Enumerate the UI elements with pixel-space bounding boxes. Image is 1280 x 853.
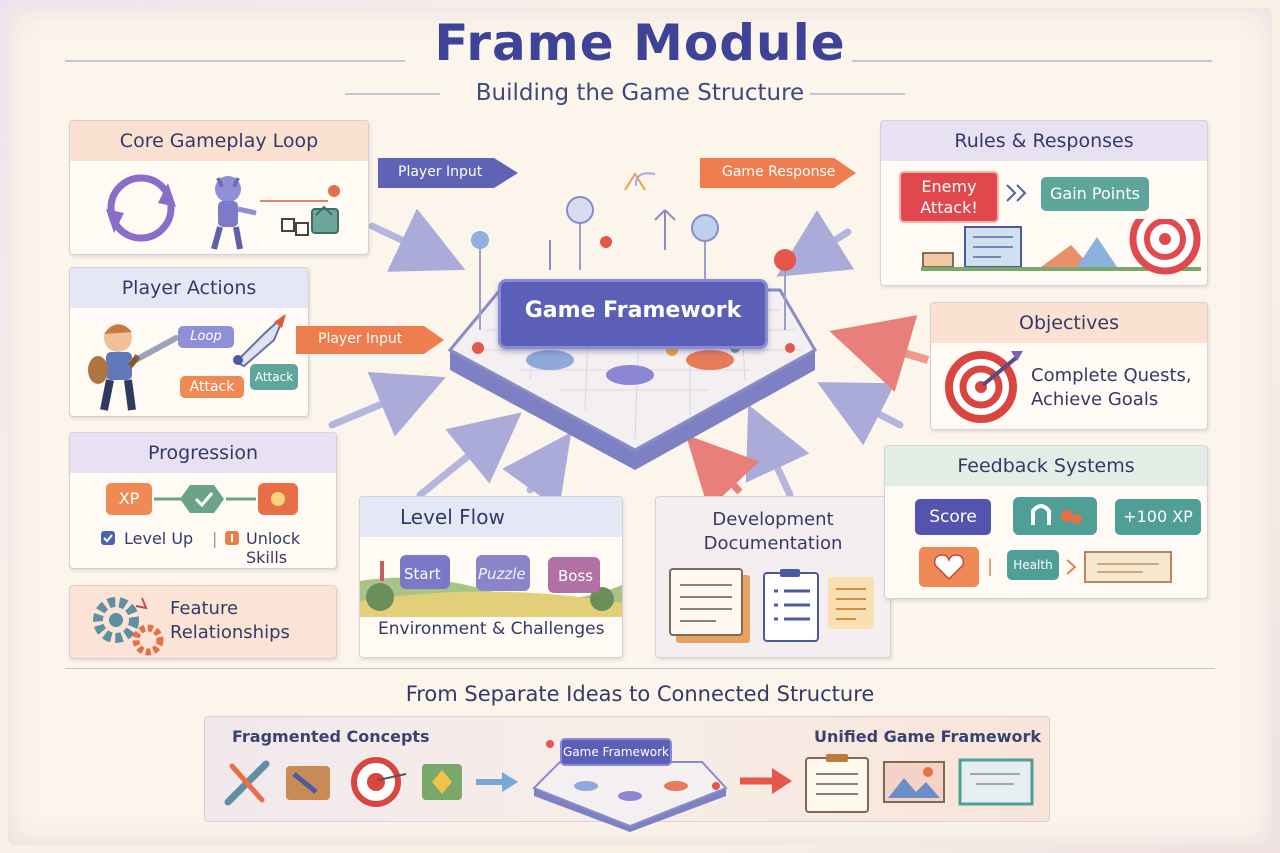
- gears-icon: [93, 597, 164, 656]
- level-flow-caption: Environment & Challenges: [378, 619, 605, 639]
- page-title: Frame Module: [434, 14, 846, 72]
- gain-points-badge: Gain Points: [1041, 177, 1149, 211]
- fragmented-icons: [224, 757, 518, 807]
- objectives-line1: Complete Quests,: [1031, 365, 1192, 386]
- progression-title: Progression: [70, 433, 336, 473]
- chevrons-icon: [1006, 184, 1027, 202]
- mini-framework-platform: [532, 740, 728, 832]
- progression-separator: |: [212, 529, 218, 548]
- game-response-arrow-label: Game Response: [722, 164, 836, 180]
- boss-stage: Boss: [558, 567, 594, 585]
- start-stage: Start: [404, 565, 441, 583]
- progress-frame-icon: [1066, 551, 1172, 583]
- objectives-card: Objectives Complete Quests, Achieve Goal…: [930, 302, 1208, 430]
- mini-framework-label: Game Framework: [560, 738, 672, 766]
- dev-docs-title-line2: Documentation: [703, 533, 843, 554]
- feature-label-line1: Feature: [170, 598, 239, 619]
- documents-icon: [669, 568, 874, 643]
- feedback-title: Feedback Systems: [885, 446, 1207, 486]
- rules-title: Rules & Responses: [881, 121, 1207, 161]
- game-framework-label: Game Framework: [524, 298, 742, 323]
- player-actions-card: Player Actions Loop Attack Attack: [69, 267, 309, 417]
- health-bar: Health: [1007, 550, 1059, 580]
- title-rule-left: [65, 60, 405, 62]
- enemy-attack-line2: Attack!: [920, 198, 978, 217]
- bottom-heading: From Separate Ideas to Connected Structu…: [405, 682, 875, 706]
- bottom-divider: [65, 668, 1215, 669]
- unlock-skills-label: Unlock Skills: [246, 529, 301, 567]
- loop-tag: Loop: [178, 326, 234, 348]
- feedback-systems-card: Feedback Systems Score +100 XP | Health: [884, 445, 1208, 599]
- enemy-attack-bubble: Enemy Attack!: [899, 171, 999, 223]
- development-documentation-card: Development Documentation: [655, 496, 891, 658]
- objectives-title: Objectives: [931, 303, 1207, 343]
- swordsman-icon: [88, 324, 179, 411]
- feature-relationships-card: Feature Relationships: [69, 585, 337, 659]
- subtitle-rule-left: [345, 93, 440, 95]
- player-input-arrow-shape: [296, 326, 444, 354]
- xp-reward-badge: +100 XP: [1115, 499, 1201, 535]
- puzzle-stage: Puzzle: [478, 565, 526, 583]
- cycle-arrows-icon: [106, 174, 176, 242]
- subtitle-rule-right: [810, 93, 905, 95]
- unified-icons: [805, 754, 1034, 813]
- progression-chain-icon: [154, 483, 298, 515]
- score-badge: Score: [915, 499, 991, 535]
- objectives-line2: Achieve Goals: [1031, 389, 1159, 410]
- core-gameplay-loop-card: Core Gameplay Loop: [69, 120, 369, 255]
- level-up-label: Level Up: [124, 529, 194, 548]
- player-input-top-arrow-shape: [378, 158, 518, 188]
- core-loop-title: Core Gameplay Loop: [70, 121, 368, 161]
- rules-illustration: [921, 219, 1201, 275]
- rocket-icon: [233, 314, 286, 368]
- attack-tag-secondary: Attack: [250, 364, 298, 390]
- unified-framework-label: Unified Game Framework: [814, 727, 1042, 746]
- checkbox-checked-icon: [101, 531, 115, 545]
- dev-docs-title-line1: Development: [712, 509, 834, 530]
- character-icon: [211, 176, 257, 250]
- xp-badge: XP: [106, 483, 152, 515]
- fragmented-concepts-label: Fragmented Concepts: [232, 727, 430, 746]
- feature-label-line2: Relationships: [170, 622, 290, 643]
- player-actions-title: Player Actions: [70, 268, 308, 308]
- level-flow-card: Level Flow Start Puzzle Boss Environment…: [359, 496, 623, 658]
- progression-card: Progression XP Level Up | Unlock Skills: [69, 432, 337, 569]
- title-rule-right: [852, 60, 1212, 62]
- game-framework-label-box: Game Framework: [498, 279, 768, 349]
- transform-arrow-icon: [740, 768, 792, 794]
- feedback-divider: |: [987, 556, 994, 577]
- level-flow-title: Level Flow: [360, 497, 622, 537]
- attack-tag: Attack: [180, 376, 244, 398]
- player-input-arrow-label: Player Input: [318, 331, 403, 347]
- enemy-attack-line1: Enemy: [921, 177, 977, 196]
- rules-responses-card: Rules & Responses Enemy Attack! Gain Poi…: [880, 120, 1208, 286]
- level-path-illustration: [360, 555, 622, 617]
- player-input-top-arrow-label: Player Input: [398, 164, 483, 180]
- heart-icon: [919, 547, 979, 587]
- page-subtitle: Building the Game Structure: [475, 80, 805, 106]
- blocks-icon: [260, 185, 340, 236]
- game-response-arrow-shape: [700, 158, 856, 188]
- target-icon: [945, 351, 1023, 423]
- reward-icon: [1013, 497, 1097, 535]
- unlock-icon: [225, 531, 239, 545]
